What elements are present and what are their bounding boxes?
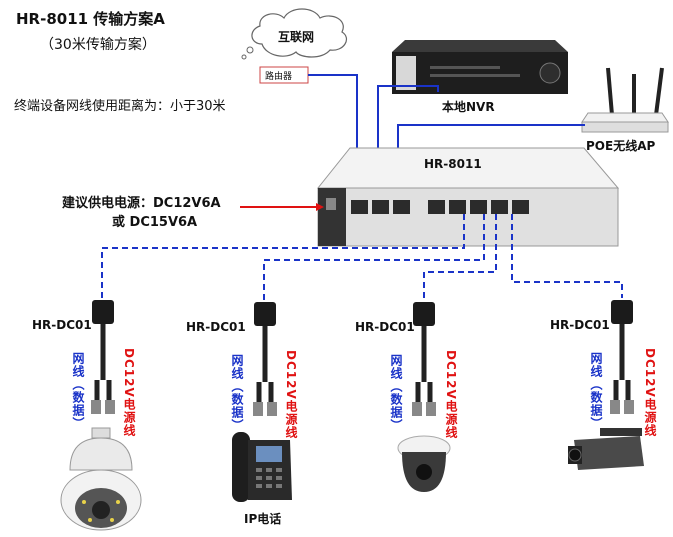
splitter-label: HR-DC01 xyxy=(550,318,610,332)
router-label: 路由器 xyxy=(265,72,293,82)
page-title: HR-8011 传输方案A xyxy=(16,10,165,28)
speed-dome-camera-icon xyxy=(60,427,142,531)
power-supply-alt: 或 DC15V6A xyxy=(112,215,198,230)
power-cable-label: DC12V电源线 xyxy=(284,350,298,439)
splitter-icon xyxy=(610,300,634,414)
poe-ap-label: POE无线AP xyxy=(586,139,656,153)
power-cable-label: DC12V电源线 xyxy=(444,350,458,439)
power-supply-label: 建议供电电源：DC12V6A xyxy=(62,196,221,211)
splitter-icon xyxy=(253,302,277,416)
network-cable-label: 网线（数据） xyxy=(389,354,403,432)
splitter-label: HR-DC01 xyxy=(186,320,246,334)
splitter-label: HR-DC01 xyxy=(32,318,92,332)
network-cable-label: 网线（数据） xyxy=(230,354,244,432)
power-cable-label: DC12V电源线 xyxy=(643,348,657,437)
switch-label: HR-8011 xyxy=(424,157,482,171)
power-cable-label: DC12V电源线 xyxy=(122,348,136,437)
box-camera-icon xyxy=(568,428,644,470)
network-cable-label: 网线（数据） xyxy=(71,352,85,430)
network-cable-label: 网线（数据） xyxy=(589,352,603,430)
dome-camera-icon xyxy=(397,435,451,492)
ip-phone-icon xyxy=(232,432,292,502)
splitter-label: HR-DC01 xyxy=(355,320,415,334)
cloud-icon xyxy=(241,8,347,60)
page-subtitle: （30米传输方案） xyxy=(40,37,156,53)
ip-phone-label: IP电话 xyxy=(244,512,282,526)
poe-switch-icon xyxy=(316,147,620,247)
wireless-ap-icon xyxy=(581,67,669,133)
splitter-icon xyxy=(412,302,436,416)
distance-note: 终端设备网线使用距离为：小于30米 xyxy=(14,99,226,114)
nvr-icon xyxy=(392,40,568,94)
nvr-label: 本地NVR xyxy=(442,100,495,114)
internet-label: 互联网 xyxy=(278,30,315,44)
splitter-icon xyxy=(91,300,115,414)
